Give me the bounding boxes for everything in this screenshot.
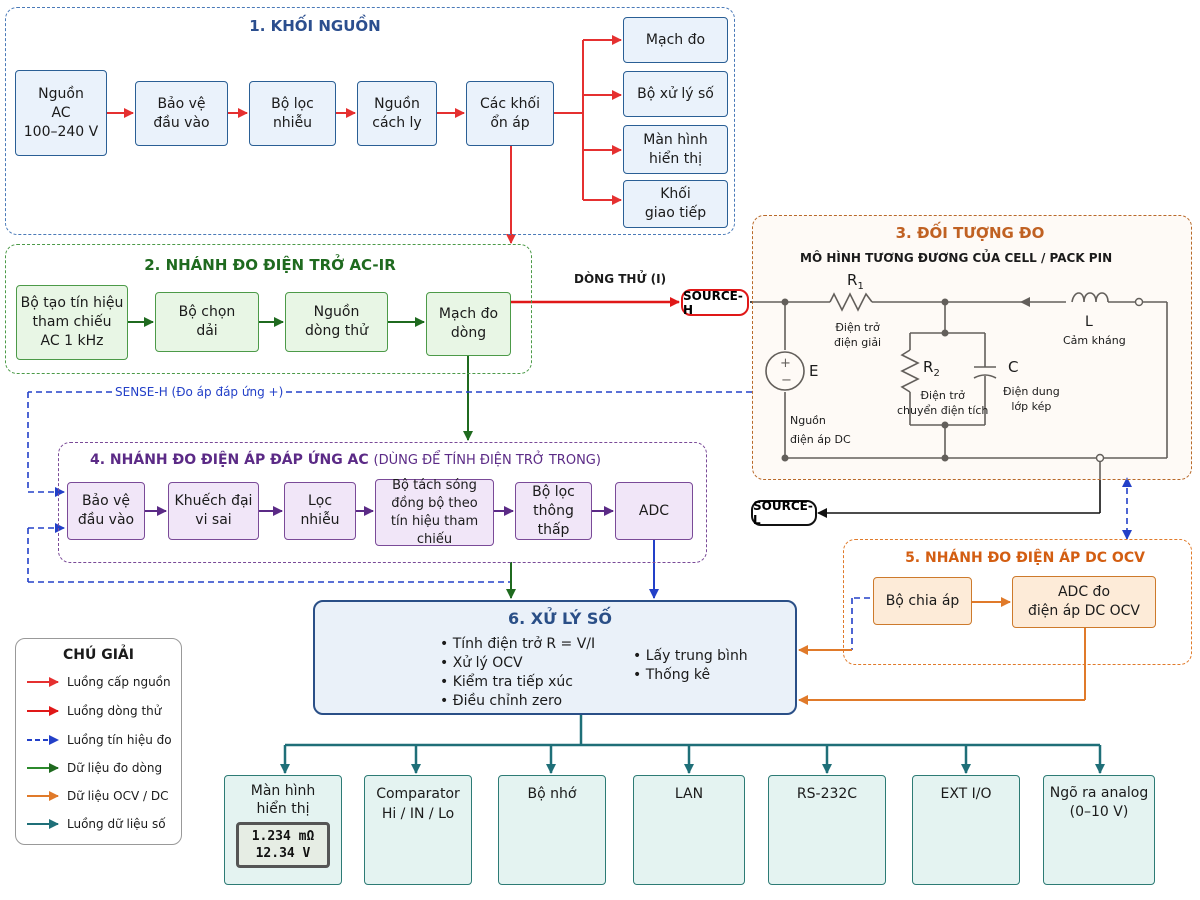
to-dsp-arrows bbox=[506, 540, 659, 599]
dsp-task-list-right: Lấy trung bình Thống kê bbox=[633, 647, 748, 685]
acv-noise-filter-block: Lọc nhiễu bbox=[284, 482, 356, 540]
c-description: Điện dung lớp kép bbox=[1003, 385, 1060, 413]
test-current-source-block: Nguồn dòng thử bbox=[285, 292, 388, 352]
legend-item-digital-data: Luồng dữ liệu số bbox=[67, 817, 166, 831]
power-out-comm-block: Khối giao tiếp bbox=[623, 180, 728, 228]
legend-line-samples bbox=[27, 677, 59, 829]
r2-description: Điện trở chuyển điện tích bbox=[897, 389, 989, 417]
r1-label: R1 bbox=[847, 271, 864, 292]
output-rs232-box bbox=[768, 775, 886, 885]
e-description: Nguồn điện áp DC bbox=[790, 414, 851, 446]
sync-detector-block: Bộ tách sóng đồng bộ theo tín hiệu tham … bbox=[375, 478, 494, 547]
ac-source-block: Nguồn AC 100–240 V bbox=[15, 70, 107, 156]
output-memory-box bbox=[498, 775, 606, 885]
regulators-block: Các khối ổn áp bbox=[466, 81, 554, 146]
legend-item-test-current: Luồng dòng thử bbox=[67, 704, 162, 718]
section-acir bbox=[5, 244, 532, 374]
section-power-title: 1. KHỐI NGUỒN bbox=[249, 17, 381, 35]
section-ocv-title: 5. NHÁNH ĐO ĐIỆN ÁP DC OCV bbox=[905, 550, 1145, 566]
output-rs232-label: RS-232C bbox=[796, 786, 858, 802]
section-acir-title: 2. NHÁNH ĐO ĐIỆN TRỞ AC-IR bbox=[144, 256, 396, 274]
dsp-task: Thống kê bbox=[633, 666, 748, 685]
circuit-nodes bbox=[781, 298, 949, 462]
battery-minus-sign: − bbox=[781, 373, 792, 388]
source-h-terminal: SOURCE-H bbox=[681, 289, 749, 317]
legend-item-power: Luồng cấp nguồn bbox=[67, 675, 171, 689]
sense-h-label: SENSE-H (Đo áp đáp ứng +) bbox=[112, 385, 287, 399]
acv-adc-block: ADC bbox=[615, 482, 693, 540]
dsp-task: Điều chỉnh zero bbox=[440, 692, 595, 711]
source-l-terminal: SOURCE-L bbox=[751, 499, 817, 527]
section-acv-title: 4. NHÁNH ĐO ĐIỆN ÁP ĐÁP ỨNG AC (DÙNG ĐỂ … bbox=[90, 452, 601, 468]
output-extio-box bbox=[912, 775, 1020, 885]
l-label: L bbox=[1085, 314, 1093, 330]
input-protection-block: Bảo vệ đầu vào bbox=[135, 81, 228, 146]
current-direction-arrow bbox=[1020, 297, 1030, 307]
output-extio-label: EXT I/O bbox=[940, 786, 992, 802]
acir-flow-arrows bbox=[128, 317, 473, 441]
noise-filter-block: Bộ lọc nhiễu bbox=[249, 81, 336, 146]
reference-generator-block: Bộ tạo tín hiệu tham chiếu AC 1 kHz bbox=[16, 285, 128, 360]
terminal-nodes bbox=[1095, 297, 1144, 463]
digital-output-arrows bbox=[280, 715, 1105, 774]
range-selector-block: Bộ chọn dải bbox=[155, 292, 259, 352]
output-comparator-label: Comparator Hi / IN / Lo bbox=[376, 786, 460, 822]
output-memory-label: Bộ nhớ bbox=[527, 786, 577, 802]
test-current-label: DÒNG THỬ (I) bbox=[574, 272, 667, 286]
lcd-reading-resistance: 1.234 mΩ bbox=[251, 829, 315, 844]
dsp-task: Tính điện trở R = V/I bbox=[440, 635, 595, 654]
battery-plus-sign: + bbox=[780, 356, 791, 371]
legend-panel bbox=[15, 638, 182, 845]
lcd-screen: 1.234 mΩ 12.34 V bbox=[236, 822, 330, 868]
section-acv bbox=[58, 442, 707, 563]
lcd-reading-voltage: 12.34 V bbox=[255, 846, 311, 861]
dsp-task-list-left: Tính điện trở R = V/I Xử lý OCV Kiểm tra… bbox=[440, 635, 595, 711]
section-dut-title: 3. ĐỐI TƯỢNG ĐO bbox=[895, 224, 1045, 242]
dsp-task: Xử lý OCV bbox=[440, 654, 595, 673]
ocv-adc-block: ADC đo điện áp DC OCV bbox=[1012, 576, 1156, 628]
l-description: Cảm kháng bbox=[1063, 334, 1126, 347]
lowpass-filter-block: Bộ lọc thông thấp bbox=[515, 482, 592, 540]
dsp-task: Lấy trung bình bbox=[633, 647, 748, 666]
c-label: C bbox=[1008, 358, 1019, 376]
legend-item-measure-signal: Luồng tín hiệu đo bbox=[67, 733, 172, 747]
power-out-dsp-block: Bộ xử lý số bbox=[623, 71, 728, 117]
diff-amplifier-block: Khuếch đại vi sai bbox=[168, 482, 259, 540]
e-label: E bbox=[809, 362, 819, 380]
legend-title: CHÚ GIẢI bbox=[63, 647, 134, 663]
dut-model-subtitle: MÔ HÌNH TƯƠNG ĐƯƠNG CỦA CELL / PACK PIN bbox=[800, 251, 1113, 265]
r2-label: R2 bbox=[923, 358, 940, 379]
current-measure-block: Mạch đo dòng bbox=[426, 292, 511, 356]
output-comparator-box bbox=[364, 775, 472, 885]
output-lan-label: LAN bbox=[674, 786, 704, 802]
dsp-title: 6. XỬ LÝ SỐ bbox=[507, 609, 613, 628]
r1-description: Điện trở điện giải bbox=[834, 321, 882, 349]
dsp-task: Kiểm tra tiếp xúc bbox=[440, 673, 595, 692]
power-out-display-block: Màn hình hiển thị bbox=[623, 125, 728, 174]
power-out-measure-block: Mạch đo bbox=[623, 17, 728, 63]
output-analog-box bbox=[1043, 775, 1155, 885]
section-dut bbox=[752, 215, 1192, 480]
legend-item-ocv-data: Dữ liệu OCV / DC bbox=[67, 789, 169, 803]
voltage-divider-block: Bộ chia áp bbox=[873, 577, 972, 625]
legend-item-current-data: Dữ liệu đo dòng bbox=[67, 761, 163, 775]
power-flow-arrows bbox=[107, 35, 622, 244]
section-ocv bbox=[843, 539, 1192, 665]
isolated-source-block: Nguồn cách ly bbox=[357, 81, 437, 146]
section-power bbox=[5, 7, 735, 235]
output-lan-box bbox=[633, 775, 745, 885]
acv-input-protection-block: Bảo vệ đầu vào bbox=[67, 482, 145, 540]
output-analog-label: Ngõ ra analog (0–10 V) bbox=[1049, 785, 1149, 820]
output-display-label: Màn hình hiển thị bbox=[250, 783, 316, 817]
